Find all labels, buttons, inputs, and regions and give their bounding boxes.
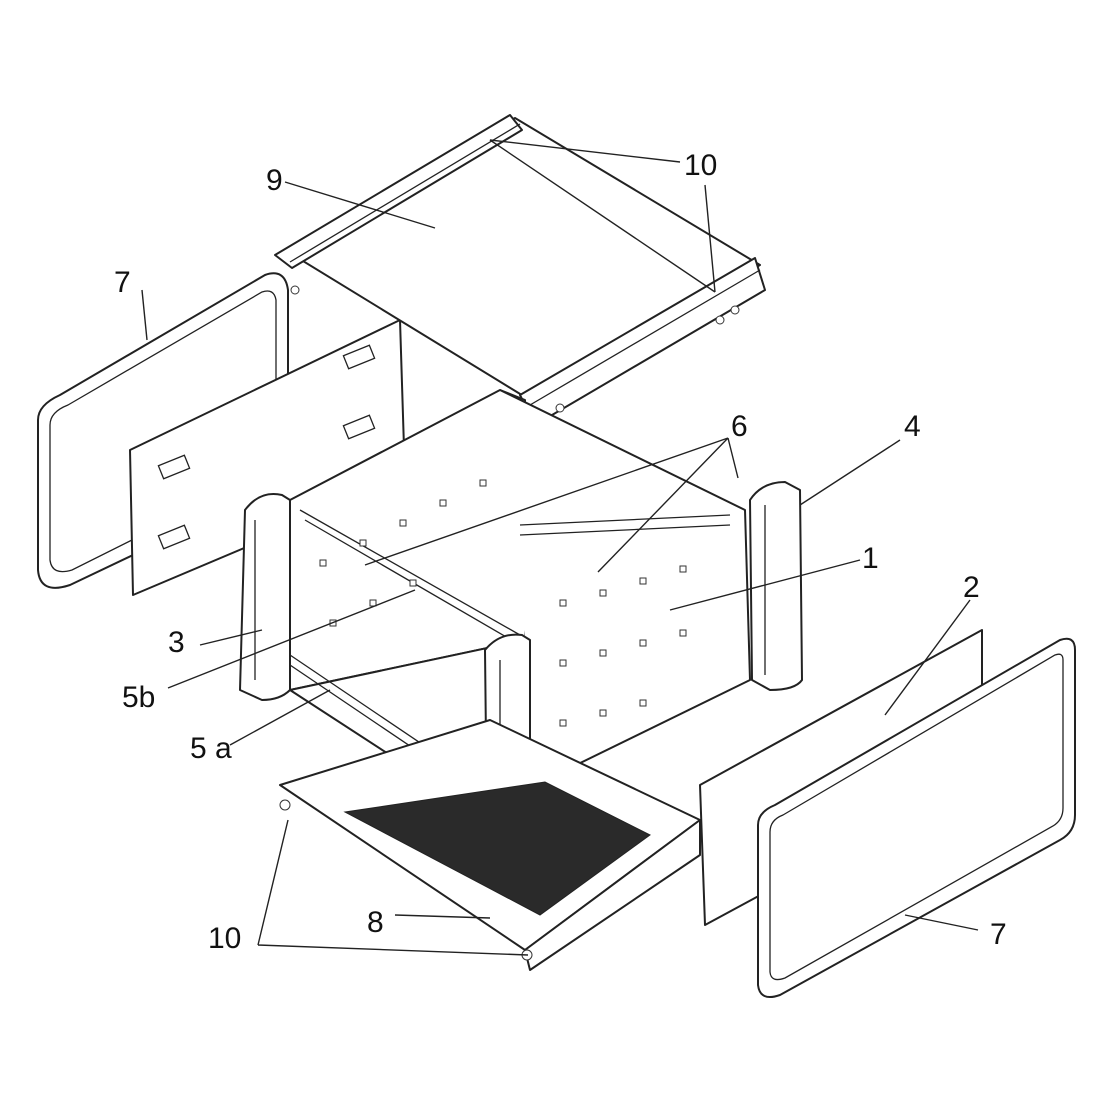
label-extrusion-top: 10: [684, 149, 717, 182]
leader-8: [394, 914, 491, 919]
right-side-panel: [757, 637, 1076, 998]
leader-9: [284, 181, 436, 229]
leader-7-right: [904, 914, 979, 931]
bottom-plate: [279, 719, 701, 971]
label-guide-rails: 6: [731, 410, 748, 443]
leader-5b: [167, 589, 416, 689]
ventilation-mesh: [343, 781, 651, 916]
label-side-plate: 1: [862, 542, 879, 575]
leader-6: [364, 437, 739, 573]
leader-10-bottom: [257, 819, 529, 956]
side-plate-holes: [319, 479, 687, 727]
label-bottom-plate: 8: [367, 906, 384, 939]
label-rail-b: 5b: [122, 681, 155, 714]
leader-lines: [141, 139, 979, 956]
top-cover: [274, 114, 766, 426]
leader-5a: [229, 689, 331, 746]
left-end-frame: [239, 493, 291, 701]
leader-2: [884, 599, 971, 716]
leader-7-left: [141, 289, 148, 341]
leader-3: [199, 629, 263, 646]
label-rear-panel: 2: [963, 571, 980, 604]
label-cover-top: 9: [266, 164, 283, 197]
label-rail-a: 5 a: [190, 732, 232, 765]
label-extrusion-bottom: 10: [208, 922, 241, 955]
chassis-body: [289, 389, 751, 821]
leader-10-top: [489, 139, 716, 293]
label-end-frame-left: 3: [168, 626, 185, 659]
leader-4: [799, 439, 901, 506]
right-end-frame: [749, 481, 803, 691]
label-end-frame-right: 4: [904, 410, 921, 443]
leader-1: [669, 559, 861, 611]
label-panel-right: 7: [990, 918, 1007, 951]
leader-10-top-right: [704, 184, 716, 293]
label-panel-left: 7: [114, 266, 131, 299]
reference-numbers: 9 10 7 6 4 1 2 3 5b 5 a 8 10 7: [114, 149, 1007, 955]
